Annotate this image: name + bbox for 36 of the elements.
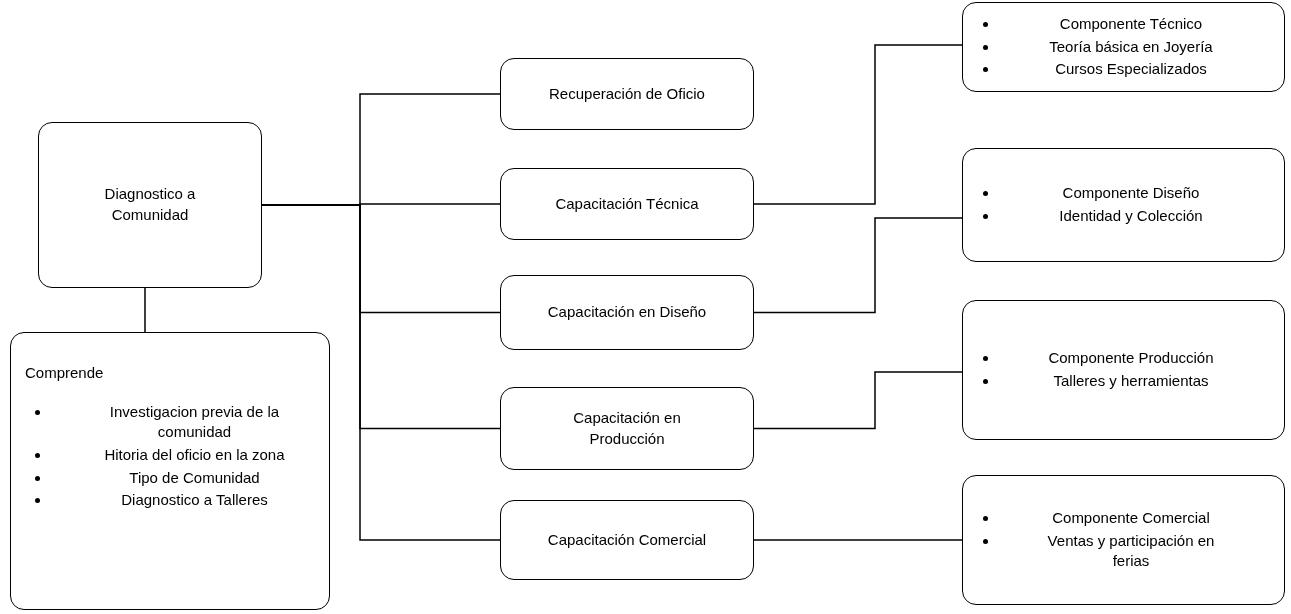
list-item: Componente Producción [1047,348,1215,369]
list-item: Componente Comercial [1051,508,1211,529]
process-box [500,387,754,470]
box-label: Capacitación en Diseño [547,302,707,323]
process-box [38,122,262,288]
list-item: Talleres y herramientas [1052,371,1210,391]
list-item: Ventas y participación en ferias [1046,530,1216,572]
box-heading: Comprende [25,363,105,383]
box-label: Recuperación de Oficio [549,83,705,104]
process-box [500,275,754,350]
list-item: Teoría básica en Joyería [1048,36,1214,57]
description-box [10,332,330,610]
process-box [500,58,754,130]
connector-line [753,371,963,430]
list-item: Cursos Especializados [1054,59,1208,80]
box-label: Capacitación en Producción [572,407,682,449]
connector-line [753,217,963,314]
component-box [962,148,1285,262]
connector-line [144,287,146,333]
box-label: Capacitación Técnica [555,193,699,214]
list-item: Diagnostico a Talleres [120,490,269,511]
list-item: Investigacion previa de la comunidad [108,401,281,443]
component-box [962,2,1285,92]
list-item: Tipo de Comunidad [128,467,261,488]
list-item: Hitoria del oficio en la zona [103,444,286,465]
list-item: Identidad y Colección [1058,206,1204,226]
connector-line [753,44,963,205]
component-box [962,475,1285,605]
process-box [500,500,754,580]
list-item: Componente Técnico [1058,14,1204,35]
process-box [500,168,754,240]
connector-line [753,539,963,541]
list-item: Componente Diseño [1061,183,1201,204]
box-label: Diagnostico a Comunidad [103,184,197,225]
box-label: Capacitación Comercial [547,529,707,550]
component-box [962,300,1285,440]
